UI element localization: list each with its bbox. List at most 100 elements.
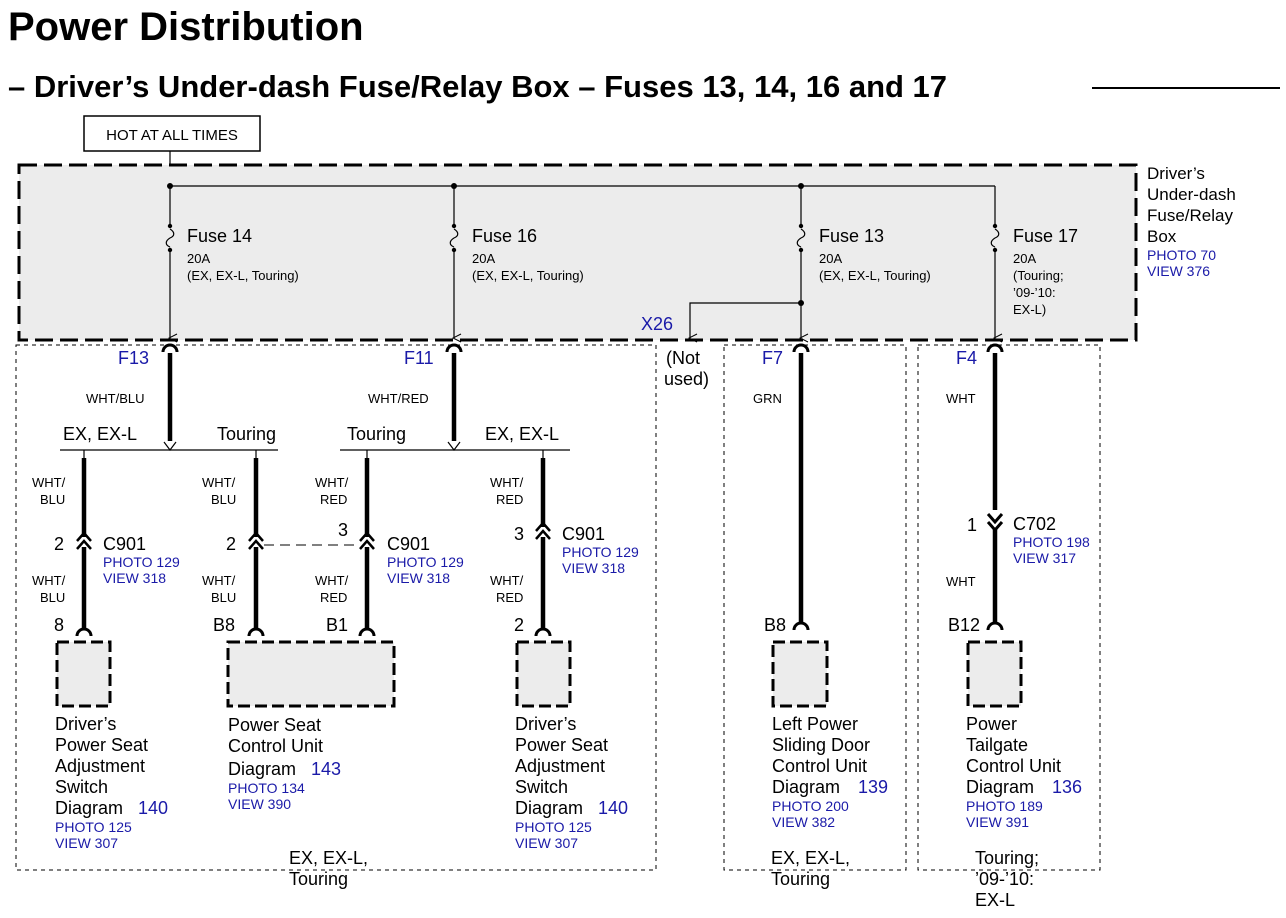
component-4-label: Left Power Sliding Door Control Unit Dia… xyxy=(772,714,888,830)
box-name-line-1: Driver’s xyxy=(1147,164,1205,183)
svg-text:Driver’s: Driver’s xyxy=(515,714,576,734)
wire-color-wht: WHT xyxy=(946,391,976,406)
not-used-line-1: (Not xyxy=(666,348,700,368)
box-photo-ref: PHOTO 70 xyxy=(1147,247,1216,263)
component-box-sliding-door-unit xyxy=(771,640,829,708)
svg-text:Tailgate: Tailgate xyxy=(966,735,1028,755)
c901-terminal xyxy=(248,539,264,550)
connector-view-ref: VIEW 318 xyxy=(562,560,625,576)
branch-label-touring: Touring xyxy=(347,424,406,444)
connector-view-ref: VIEW 318 xyxy=(103,570,166,586)
svg-text:Diagram: Diagram xyxy=(228,759,296,779)
component-box-tailgate-unit xyxy=(966,640,1023,708)
terminal-socket xyxy=(445,343,463,353)
svg-text:PHOTO 200: PHOTO 200 xyxy=(772,798,849,814)
fuse-17-rating: 20A xyxy=(1013,251,1036,266)
pin-number: 8 xyxy=(54,615,64,635)
svg-text:Power Seat: Power Seat xyxy=(228,715,321,735)
wire-color-label: WHT/ xyxy=(490,573,524,588)
fuse-14-note: (EX, EX-L, Touring) xyxy=(187,268,299,283)
box-name-line-3: Fuse/Relay xyxy=(1147,206,1233,225)
wire-color-label: WHT/ xyxy=(202,573,236,588)
svg-text:Control Unit: Control Unit xyxy=(228,736,323,756)
svg-text:VIEW 307: VIEW 307 xyxy=(515,835,578,851)
branch-label-touring: Touring xyxy=(217,424,276,444)
terminal-socket xyxy=(161,343,179,353)
wire-color-label: WHT/ xyxy=(202,475,236,490)
wire-color-label: WHT/ xyxy=(315,475,349,490)
svg-text:Diagram: Diagram xyxy=(966,777,1034,797)
wire-color-label: WHT/ xyxy=(315,573,349,588)
box-view-ref: VIEW 376 xyxy=(1147,263,1210,279)
fuse-13-name: Fuse 13 xyxy=(819,226,884,246)
wire-color-label: RED xyxy=(320,590,347,605)
wire-color-wht-red: WHT/RED xyxy=(368,391,429,406)
svg-text:Control Unit: Control Unit xyxy=(772,756,867,776)
hot-at-all-times-box xyxy=(83,115,261,152)
svg-text:Adjustment: Adjustment xyxy=(55,756,145,776)
pin-number: 2 xyxy=(514,615,524,635)
svg-text:Power: Power xyxy=(966,714,1017,734)
c901-terminal xyxy=(535,521,551,532)
terminal-f11: F11 xyxy=(404,348,434,368)
svg-text:Adjustment: Adjustment xyxy=(515,756,605,776)
connector-photo-ref: PHOTO 129 xyxy=(103,554,180,570)
branch-label-ex-exl: EX, EX-L xyxy=(485,424,559,444)
c702-male-terminal xyxy=(986,513,1004,525)
diagram-link: 140 xyxy=(138,798,168,818)
svg-text:Diagram: Diagram xyxy=(772,777,840,797)
fuse-14-name: Fuse 14 xyxy=(187,226,252,246)
svg-text:Left Power: Left Power xyxy=(772,714,858,734)
group-option-label: Touring; xyxy=(975,848,1039,868)
wire-color-label: BLU xyxy=(40,590,65,605)
diagram-link: 139 xyxy=(858,777,888,797)
c901-terminal xyxy=(76,539,92,550)
group-box-ex-exl-touring xyxy=(15,344,657,871)
connector-c901-name: C901 xyxy=(387,534,430,554)
c901-terminal xyxy=(535,529,551,540)
svg-text:PHOTO 134: PHOTO 134 xyxy=(228,780,305,796)
component-5-label: Power Tailgate Control Unit Diagram 136 … xyxy=(966,714,1082,830)
diagram-link: 136 xyxy=(1052,777,1082,797)
fuse-16-note: (EX, EX-L, Touring) xyxy=(472,268,584,283)
pin-number: 3 xyxy=(514,524,524,544)
box-name-line-4: Box xyxy=(1147,227,1177,246)
group-option-label: EX, EX-L, xyxy=(289,848,368,868)
page-title: Power Distribution xyxy=(8,5,364,49)
wire-color-label: BLU xyxy=(211,590,236,605)
splice-joint xyxy=(163,441,177,451)
branch-label-ex-exl: EX, EX-L xyxy=(63,424,137,444)
group-option-label: ’09-’10: xyxy=(975,869,1034,889)
pin-label: B8 xyxy=(213,615,235,635)
terminal-socket xyxy=(792,343,810,353)
group-option-label: EX, EX-L, xyxy=(771,848,850,868)
svg-text:PHOTO 125: PHOTO 125 xyxy=(55,819,132,835)
component-box-drivers-seat-switch xyxy=(515,640,572,708)
wire-color-label: RED xyxy=(496,492,523,507)
hot-at-all-times-label: HOT AT ALL TIMES xyxy=(106,127,238,144)
c901-terminal xyxy=(248,531,264,542)
terminal-socket xyxy=(986,343,1004,353)
connector-photo-ref: PHOTO 129 xyxy=(387,554,464,570)
svg-text:Sliding Door: Sliding Door xyxy=(772,735,870,755)
connector-c901-name: C901 xyxy=(562,524,605,544)
box-name-line-2: Under-dash xyxy=(1147,185,1236,204)
c901-terminal xyxy=(359,531,375,542)
group-option-label: Touring xyxy=(289,869,348,889)
fuse-17-note-line-3: EX-L) xyxy=(1013,302,1046,317)
fuse-17: Fuse 17 20A (Touring; ’09-’10: EX-L) xyxy=(990,186,1078,338)
wire-color-label: RED xyxy=(320,492,347,507)
fuse-16: Fuse 16 20A (EX, EX-L, Touring) xyxy=(449,186,584,338)
terminal-f7: F7 xyxy=(762,348,783,368)
group-option-label: Touring xyxy=(771,869,830,889)
component-terminal xyxy=(986,621,1004,631)
svg-text:Switch: Switch xyxy=(515,777,568,797)
svg-text:Control Unit: Control Unit xyxy=(966,756,1061,776)
connector-view-ref: VIEW 318 xyxy=(387,570,450,586)
connector-c702-name: C702 xyxy=(1013,514,1056,534)
not-used-line-2: used) xyxy=(664,369,709,389)
group-option-label: EX-L xyxy=(975,890,1015,910)
fuse-17-name: Fuse 17 xyxy=(1013,226,1078,246)
fuse-14: Fuse 14 20A (EX, EX-L, Touring) xyxy=(165,186,299,338)
